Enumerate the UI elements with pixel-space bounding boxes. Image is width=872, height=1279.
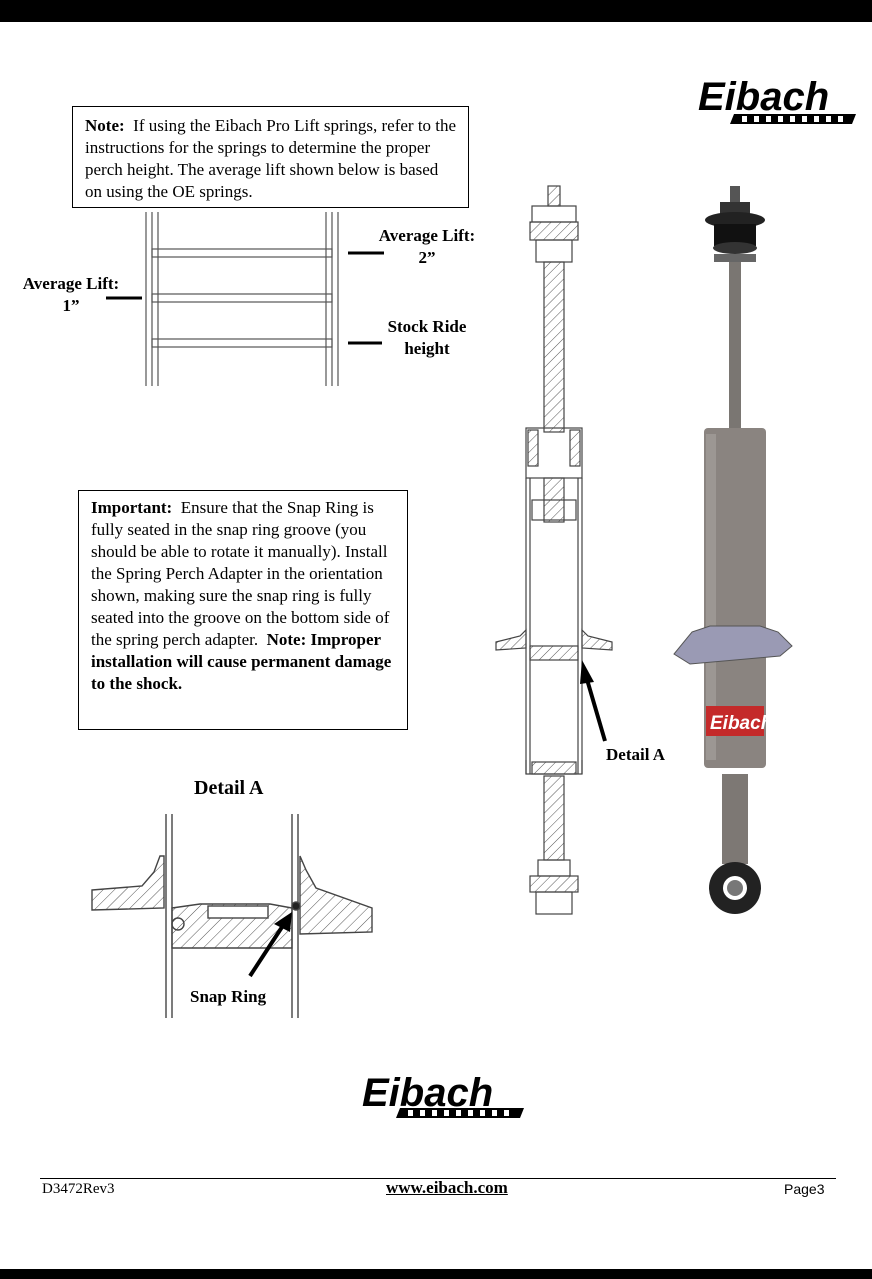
shock-cross-section — [495, 185, 613, 915]
important-text: Ensure that the Snap Ring is fully seate… — [91, 498, 390, 649]
eibach-logo-bottom: Eibach — [362, 1071, 524, 1118]
note-box: Note: If using the Eibach Pro Lift sprin… — [72, 106, 469, 208]
detail-a-pointer-label: Detail A — [606, 745, 666, 764]
website-link[interactable]: www.eibach.com — [386, 1178, 508, 1197]
important-label: Important: — [91, 498, 173, 517]
avg-lift-1-value: 1” — [62, 296, 80, 315]
top-black-bar — [0, 0, 872, 22]
avg-lift-2-value: 2” — [418, 248, 436, 267]
note-text: If using the Eibach Pro Lift springs, re… — [85, 116, 457, 201]
stock-ride-title: Stock Ride — [387, 317, 467, 336]
brand-logo-text-bottom: Eibach — [362, 1071, 493, 1115]
stock-ride-subtitle: height — [404, 339, 450, 358]
important-note-label: Note: — [266, 630, 307, 649]
brand-logo-text: Eibach — [698, 75, 829, 119]
detail-a-title: Detail A — [194, 777, 264, 799]
footer-rule — [40, 1178, 836, 1179]
page-number: Page3 — [784, 1181, 825, 1197]
important-box: Important: Ensure that the Snap Ring is … — [78, 490, 408, 730]
avg-lift-2-label: Average Lift: 2” — [370, 225, 484, 269]
bottom-black-bar — [0, 1269, 872, 1279]
shock-brand-decal: Eibach — [710, 713, 772, 734]
doc-id: D3472Rev3 — [42, 1181, 115, 1197]
important-warning: Improper installation will cause permane… — [91, 630, 392, 693]
avg-lift-1-label: Average Lift: 1” — [14, 273, 128, 317]
eibach-logo-top: Eibach — [698, 75, 856, 124]
detail-a-drawing — [91, 814, 373, 1018]
perch-height-diagram — [106, 212, 384, 386]
avg-lift-1-title: Average Lift: — [22, 274, 120, 293]
snap-ring-label: Snap Ring — [190, 987, 267, 1006]
stock-ride-height-label: Stock Ride height — [378, 316, 476, 360]
avg-lift-2-title: Average Lift: — [378, 226, 476, 245]
shock-rendering: Eibach — [673, 186, 793, 914]
note-label: Note: — [85, 116, 125, 135]
